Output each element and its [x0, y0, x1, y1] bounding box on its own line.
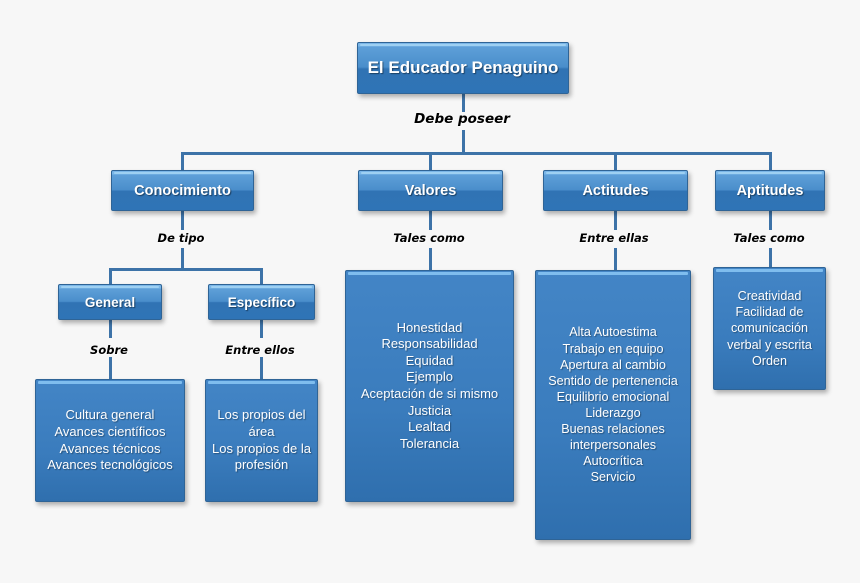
list-item: Facilidad de comunicación verbal y escri… — [727, 305, 812, 352]
list-item: Liderazgo — [585, 406, 641, 420]
list-item: Equilibrio emocional — [556, 389, 670, 404]
list-item: Avances científicos — [54, 423, 166, 439]
connector-general-down — [109, 320, 112, 338]
list-item: Cultura general — [65, 407, 155, 423]
list-item: Tolerancia — [399, 435, 460, 451]
connector-conocimiento-to-bus — [181, 248, 184, 269]
connector-drop-actitudes — [614, 152, 617, 172]
list-item: Avances tecnológicos — [47, 457, 173, 473]
connector-drop-conocimiento — [181, 152, 184, 172]
connector-conocimiento-bus — [109, 268, 263, 271]
list-item: Sentido de pertenencia — [548, 373, 678, 388]
node-actitudes[interactable]: Actitudes — [543, 170, 688, 211]
connector-especifico-to-list — [260, 357, 263, 380]
list-item: Equidad — [405, 352, 454, 368]
list-item: Servicio — [590, 470, 636, 485]
list-item: Justicia — [407, 402, 452, 418]
connector-root-down — [462, 94, 465, 112]
node-especifico-label: Específico — [227, 294, 296, 310]
node-conocimiento[interactable]: Conocimiento — [111, 170, 254, 211]
connector-valores-down — [429, 211, 432, 230]
connector-aptitudes-to-list — [769, 248, 772, 268]
list-item: Alta Autoestima — [569, 325, 657, 340]
list-item: Los propios de la profesión — [211, 440, 311, 473]
list-item: Los propios del área — [217, 407, 306, 439]
node-aptitudes[interactable]: Aptitudes — [715, 170, 825, 211]
connector-level1-bus — [181, 152, 771, 155]
node-especifico[interactable]: Específico — [208, 284, 315, 320]
node-conocimiento-label: Conocimiento — [134, 182, 231, 199]
list-item: Responsabilidad — [381, 336, 478, 352]
connector-root-to-bus — [462, 130, 465, 153]
node-root-label: El Educador Penaguino — [367, 58, 559, 77]
edge-label-entre-ellas: Entre ellas — [579, 231, 649, 245]
connector-drop-especifico — [260, 268, 263, 286]
list-item: Trabajo en equipo — [562, 341, 664, 356]
list-item: Orden — [751, 353, 787, 368]
list-item: Ejemplo — [406, 369, 453, 385]
edge-label-aptitudes-tales-como: Tales como — [733, 231, 805, 245]
edge-label-valores-tales-como: Tales como — [393, 231, 465, 245]
connector-valores-to-list — [429, 248, 432, 271]
list-item: Lealtad — [408, 419, 451, 435]
list-item: Creatividad — [737, 289, 802, 304]
edge-label-de-tipo: De tipo — [157, 231, 205, 245]
list-item: Honestidad — [396, 319, 463, 335]
edge-label-sobre: Sobre — [90, 343, 128, 357]
node-actitudes-label: Actitudes — [582, 182, 649, 199]
list-item: Aceptación de si mismo — [360, 386, 499, 401]
node-valores-label: Valores — [404, 182, 457, 199]
list-item: Apertura al cambio — [560, 357, 666, 372]
connector-aptitudes-down — [769, 211, 772, 230]
node-root[interactable]: El Educador Penaguino — [357, 42, 569, 94]
connector-conocimiento-down — [181, 211, 184, 230]
connector-especifico-down — [260, 320, 263, 338]
connector-general-to-list — [109, 357, 112, 380]
connector-drop-valores — [429, 152, 432, 172]
node-valores[interactable]: Valores — [358, 170, 503, 211]
list-item: Avances técnicos — [59, 440, 161, 456]
connector-drop-aptitudes — [769, 152, 772, 172]
connector-actitudes-down — [614, 211, 617, 230]
connector-drop-general — [109, 268, 112, 286]
node-general-label: General — [84, 294, 136, 310]
connector-actitudes-to-list — [614, 248, 617, 271]
node-general[interactable]: General — [58, 284, 162, 320]
list-item: Buenas relaciones interpersonales — [561, 422, 665, 453]
list-item: Autocrítica — [583, 454, 643, 469]
edge-label-debe-poseer: Debe poseer — [414, 111, 510, 127]
edge-label-entre-ellos: Entre ellos — [225, 343, 295, 357]
node-aptitudes-label: Aptitudes — [736, 182, 804, 199]
